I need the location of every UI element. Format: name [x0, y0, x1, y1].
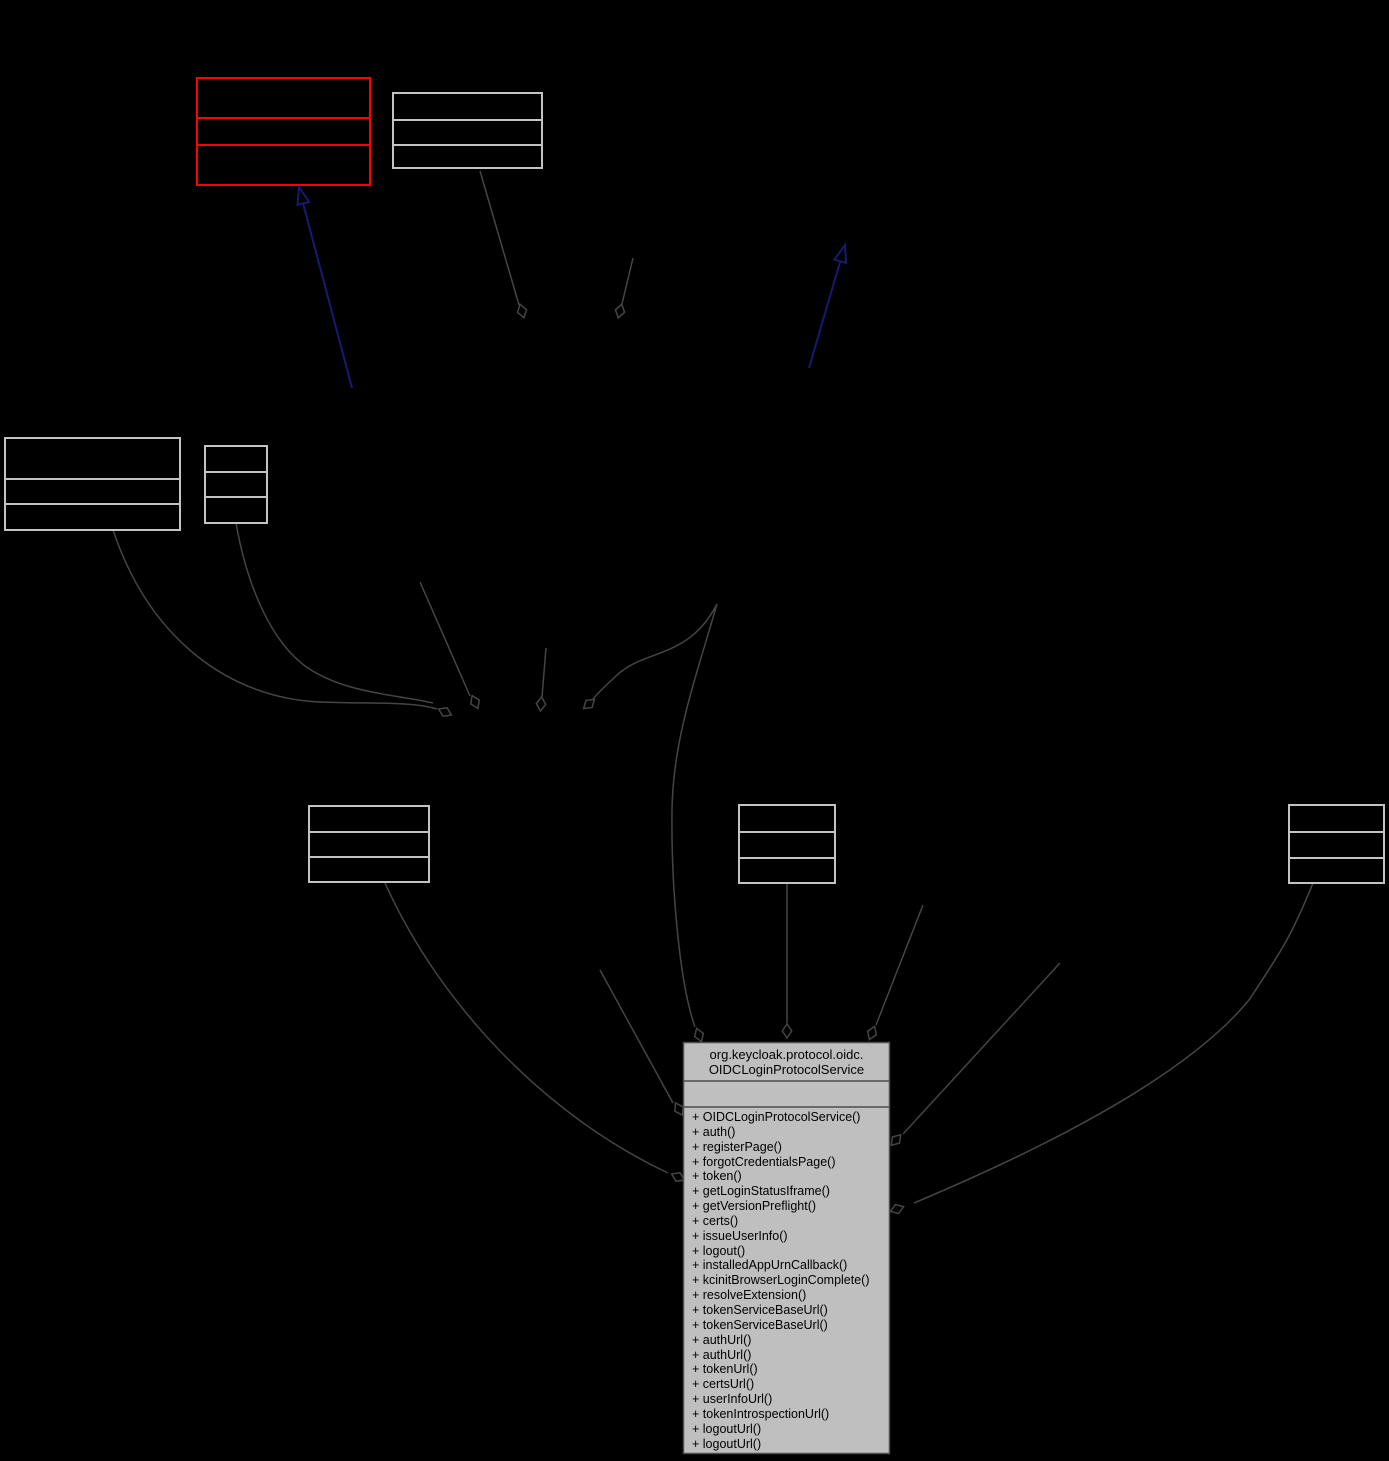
diamond-icon: [889, 1203, 905, 1215]
method-item: + certsUrl(): [692, 1377, 755, 1392]
method-item: + logoutUrl(): [692, 1436, 762, 1451]
edge-to-main-top-right: [875, 904, 924, 1026]
diamond-icon: [781, 1022, 793, 1040]
edge-boxA-to-main: [384, 882, 669, 1174]
method-item: + tokenServiceBaseUrl(): [692, 1317, 828, 1332]
diamond-icon: [890, 1133, 902, 1147]
edge-long-to-main-top-left: [671, 603, 718, 1028]
method-item: + logout(): [692, 1243, 746, 1258]
inheritance-arrow-left: [296, 184, 353, 389]
class-node-top[interactable]: [392, 92, 543, 169]
class-node-highlighted[interactable]: [196, 77, 371, 186]
method-item: + OIDCLoginProtocolService(): [692, 1110, 861, 1124]
diamond-icon: [693, 1027, 705, 1043]
main-class-title: org.keycloak.protocol.oidc. OIDCLoginPro…: [683, 1042, 890, 1081]
diamond-icon: [670, 1171, 686, 1183]
class-node-left-large[interactable]: [4, 437, 181, 531]
edge-leftbig-curve: [112, 529, 438, 710]
method-item: + authUrl(): [692, 1347, 752, 1362]
diamond-icon: [437, 706, 453, 718]
method-item: + tokenServiceBaseUrl(): [692, 1302, 828, 1317]
diamond-icon: [535, 695, 547, 713]
method-item: + token(): [692, 1169, 742, 1184]
method-item: + logoutUrl(): [692, 1421, 762, 1436]
edge-diagonal: [419, 581, 471, 697]
main-class-methods-compartment: + OIDCLoginProtocolService() + auth() + …: [683, 1107, 890, 1451]
diamond-icon: [516, 302, 528, 320]
method-item: + tokenIntrospectionUrl(): [692, 1406, 830, 1421]
diamond-icon: [614, 302, 626, 320]
edge-mid-to-diamond: [621, 257, 634, 305]
method-item: + auth(): [692, 1124, 736, 1139]
edge-to-main-left-upper: [599, 969, 674, 1104]
inheritance-line: [302, 202, 353, 389]
method-item: + tokenUrl(): [692, 1362, 758, 1377]
method-item: + issueUserInfo(): [692, 1228, 788, 1243]
main-class-node: [682, 1041, 891, 1455]
aggregation-diamonds: [437, 302, 905, 1215]
edge-to-main-right-upper: [902, 962, 1061, 1135]
edge-topbox-to-diamond: [479, 170, 520, 306]
diamond-icon: [582, 698, 596, 710]
edge-s-curve: [592, 603, 718, 700]
class-node-mid-left[interactable]: [308, 805, 430, 883]
inheritance-arrow-right: [808, 242, 848, 369]
main-class-node-content: org.keycloak.protocol.oidc. OIDCLoginPro…: [683, 1042, 890, 1453]
method-item: + getLoginStatusIframe(): [692, 1184, 830, 1199]
method-item: + installedAppUrnCallback(): [692, 1258, 848, 1273]
class-node-left-small[interactable]: [204, 445, 268, 524]
method-item: + resolveExtension(): [692, 1288, 807, 1303]
aggregation-edges: [112, 170, 1314, 1204]
class-node-mid-center[interactable]: [738, 804, 836, 884]
inheritance-arrowhead-icon: [296, 184, 311, 207]
edge-leftsmall-curve: [235, 522, 434, 704]
method-item: + getVersionPreflight(): [692, 1199, 817, 1214]
main-class-name: OIDCLoginProtocolService: [708, 1062, 865, 1077]
method-item: + authUrl(): [692, 1332, 752, 1347]
inheritance-line: [808, 261, 841, 369]
edge-short-vertical: [541, 647, 547, 698]
inheritance-arrowhead-icon: [832, 242, 848, 265]
main-class-attributes-compartment: [683, 1081, 890, 1107]
edge-boxC-to-main: [913, 882, 1314, 1204]
main-class-package: org.keycloak.protocol.oidc.: [709, 1047, 864, 1062]
method-item: + kcinitBrowserLoginComplete(): [692, 1273, 870, 1288]
class-node-mid-right[interactable]: [1288, 804, 1385, 884]
method-item: + registerPage(): [692, 1139, 782, 1154]
diamond-icon: [866, 1025, 878, 1041]
diamond-icon: [469, 694, 481, 710]
method-item: + certs(): [692, 1213, 739, 1228]
method-item: + forgotCredentialsPage(): [692, 1154, 836, 1169]
method-item: + userInfoUrl(): [692, 1392, 773, 1407]
